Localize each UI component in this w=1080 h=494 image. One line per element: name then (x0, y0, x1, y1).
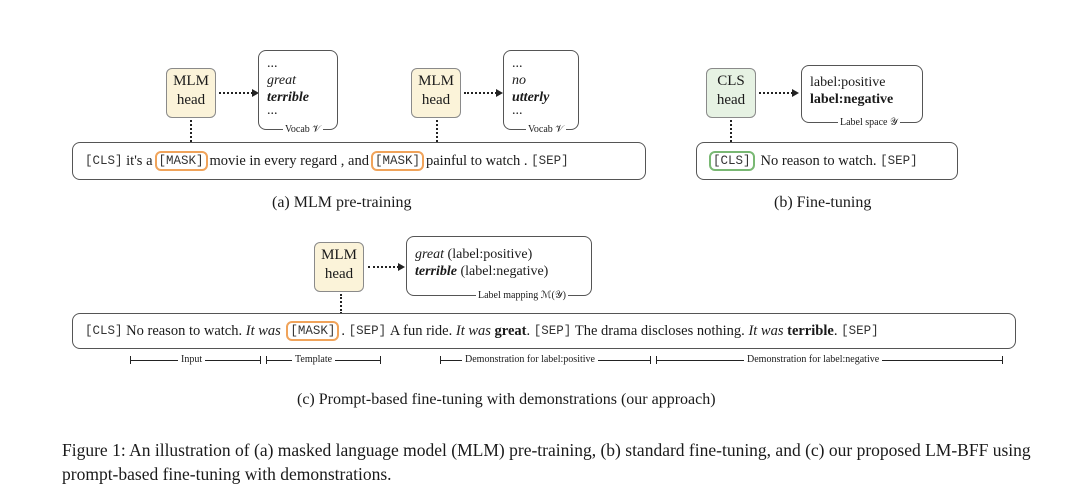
seg-tick-template-end (380, 356, 381, 364)
mlm-head-box-c: MLM head (314, 242, 364, 292)
mapping-word-great: great (415, 247, 445, 262)
connector-c (340, 294, 342, 314)
mlm-head-line1: MLM (173, 73, 209, 89)
seg-tick-pos-end (650, 356, 651, 364)
cls-token-b: [CLS] (709, 151, 755, 171)
vocab-tag-1: Vocab 𝒱 (283, 124, 323, 135)
seg-label-input: Input (178, 354, 206, 365)
mlm-head2-line2: head (421, 92, 451, 108)
mlm-head-box-1: MLM head (166, 68, 216, 118)
mlm-head-line2: head (176, 92, 206, 108)
mask-token-c: [MASK] (286, 321, 340, 341)
sep-token-c1: [SEP] (348, 324, 387, 338)
vocab1-item0: ... (267, 56, 278, 71)
mapping-negative: terrible (label:negative) (415, 263, 591, 280)
cls-head-line2: head (716, 92, 746, 108)
dot-c1: . (341, 322, 346, 339)
word-terrible: terrible (787, 322, 834, 339)
seg-label-template: Template (292, 354, 336, 365)
cls-token-c: [CLS] (85, 324, 123, 338)
vocab2-item2: utterly (512, 90, 550, 105)
arrow-head-a2 (496, 89, 503, 97)
text-a2: movie in every regard , and (209, 152, 369, 169)
arrow-head-b (792, 89, 799, 97)
caption-c: (c) Prompt-based fine-tuning with demons… (297, 391, 716, 408)
mapping-word-terrible: terrible (415, 264, 457, 279)
cls-head-line1: CLS (717, 73, 745, 89)
mapping-positive: great (label:positive) (415, 246, 591, 263)
mlm-head-box-2: MLM head (411, 68, 461, 118)
arrow-line-b (759, 92, 793, 94)
figure-caption: Figure 1: An illustration of (a) masked … (62, 440, 1031, 484)
mask-token-a1: [MASK] (154, 151, 208, 171)
dot-c2: . (526, 322, 531, 339)
connector-a1 (190, 120, 192, 142)
text-a1: it's a (126, 152, 153, 169)
arrow-head-a1 (252, 89, 259, 97)
text-c1: No reason to watch. (126, 322, 243, 339)
sentence-box-c: [CLS] No reason to watch. It was [MASK] … (72, 313, 1016, 349)
label-mapping-box: great (label:positive) terrible (label:n… (406, 236, 592, 296)
sentence-box-a: [CLS] it's a [MASK] movie in every regar… (72, 142, 646, 180)
text-c2: A fun ride. (389, 322, 453, 339)
mapping-label-positive: (label:positive) (447, 247, 533, 262)
arrow-line-c (368, 266, 399, 268)
connector-a2 (436, 120, 438, 142)
sep-token-b: [SEP] (880, 154, 918, 168)
seg-label-neg: Demonstration for label:negative (744, 354, 883, 365)
it-was-1: It was (245, 322, 281, 339)
mapping-label-negative: (label:negative) (460, 264, 549, 279)
arrow-head-c (398, 263, 405, 271)
vocab2-item3: ... (512, 103, 523, 118)
vocab-tag-2: Vocab 𝒱 (526, 124, 566, 135)
vocab2-item1: no (512, 73, 526, 88)
label-mapping-tag: Label mapping ℳ(𝒴) (476, 290, 568, 301)
sentence-box-b: [CLS] No reason to watch. [SEP] (696, 142, 958, 180)
mlm-head-c-line2: head (324, 266, 354, 282)
label-space-tag: Label space 𝒴 (838, 117, 900, 128)
vocab-box-1: ... great terrible ... (258, 50, 338, 130)
cls-head-box: CLS head (706, 68, 756, 118)
mask-token-a2: [MASK] (370, 151, 424, 171)
caption-a: (a) MLM pre-training (272, 194, 412, 211)
vocab1-item1: great (267, 73, 297, 88)
caption-b: (b) Fine-tuning (774, 194, 872, 211)
text-b1: No reason to watch. (760, 152, 877, 169)
mlm-head-c-line1: MLM (321, 247, 357, 263)
seg-tick-input-end (260, 356, 261, 364)
mlm-head2-line1: MLM (418, 73, 454, 89)
vocab-box-2: ... no utterly ... (503, 50, 579, 130)
text-c3: The drama discloses nothing. (574, 322, 745, 339)
label-space-box: label:positive label:negative (801, 65, 923, 123)
word-great: great (494, 322, 527, 339)
arrow-line-a1 (219, 92, 253, 94)
label-positive: label:positive (810, 75, 886, 90)
arrow-line-a2 (464, 92, 497, 94)
sep-token-c3: [SEP] (841, 324, 879, 338)
vocab1-item2: terrible (267, 90, 309, 105)
seg-label-pos: Demonstration for label:positive (462, 354, 598, 365)
it-was-3: It was (748, 322, 784, 339)
connector-b (730, 120, 732, 142)
sep-token-c2: [SEP] (533, 324, 572, 338)
dot-c3: . (833, 322, 838, 339)
sep-token-a: [SEP] (531, 154, 569, 168)
label-negative: label:negative (810, 92, 894, 107)
vocab2-item0: ... (512, 56, 523, 71)
it-was-2: It was (455, 322, 491, 339)
seg-tick-neg-end (1002, 356, 1003, 364)
cls-token-a: [CLS] (85, 154, 123, 168)
vocab1-item3: ... (267, 103, 278, 118)
text-a3: painful to watch . (425, 152, 528, 169)
